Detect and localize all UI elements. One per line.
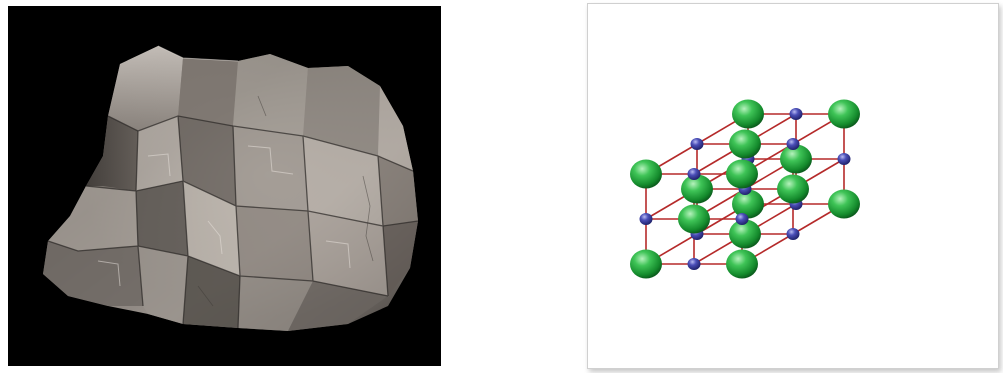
small-ion <box>790 108 803 120</box>
large-ion <box>777 175 809 204</box>
large-ion <box>678 205 710 234</box>
large-ion <box>729 130 761 159</box>
small-ion <box>691 138 704 150</box>
lattice-model-svg <box>588 4 998 368</box>
crystal-photo-svg <box>8 6 441 366</box>
small-ion <box>688 168 701 180</box>
small-ion <box>640 213 653 225</box>
large-ion <box>732 100 764 129</box>
large-ion <box>726 250 758 279</box>
large-ion <box>630 160 662 189</box>
large-ion <box>726 160 758 189</box>
crystal-photo <box>8 6 441 366</box>
small-ion <box>787 138 800 150</box>
small-ion <box>736 213 749 225</box>
large-ion <box>828 100 860 129</box>
large-ion <box>630 250 662 279</box>
small-ion <box>688 258 701 270</box>
lattice-model-panel <box>587 3 999 369</box>
lattice-ions <box>630 100 860 279</box>
small-ion <box>838 153 851 165</box>
large-ion <box>828 190 860 219</box>
small-ion <box>787 228 800 240</box>
